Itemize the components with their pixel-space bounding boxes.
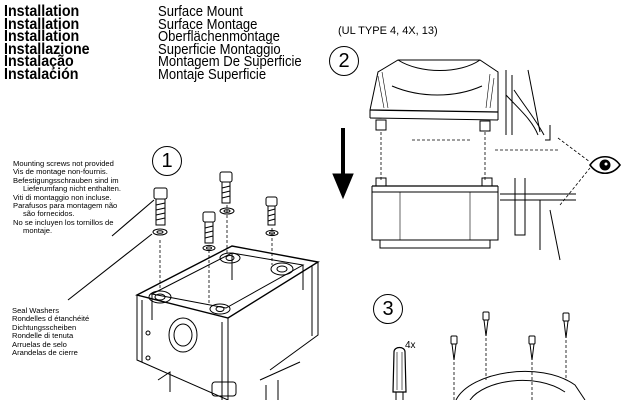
- step-number-2: 2: [329, 46, 359, 76]
- note-line: Arandelas de cierre: [12, 348, 78, 358]
- heading-de: Installation: [4, 28, 80, 46]
- mounting-screws: [153, 171, 278, 244]
- detail-view-drawing: [500, 69, 576, 261]
- eye-icon: [589, 155, 621, 175]
- down-arrow-icon: [332, 128, 354, 200]
- step-number-1: 1: [152, 146, 182, 176]
- enclosure-lid-drawing: [369, 59, 499, 132]
- note-line: Arruelas de selo: [12, 339, 67, 349]
- step3-screws: [450, 311, 570, 361]
- lid-top-drawing: [455, 370, 586, 400]
- seal-washers: [152, 207, 279, 252]
- installation-headings: Installation Installation Installation I…: [4, 3, 154, 83]
- screwdriver-quantity-label: 4x: [405, 340, 416, 351]
- washer-leader-line: [67, 233, 153, 301]
- heading-pt: Instalação: [4, 53, 74, 71]
- alignment-lines-step3: [453, 338, 567, 400]
- note-line: são fornecidos.: [23, 209, 75, 219]
- note-line: montaje.: [23, 226, 53, 236]
- seal-washers-note: Seal Washers Rondelles d étanchéité Dich…: [12, 306, 90, 358]
- heading-fr: Installation: [4, 15, 80, 33]
- note-line: Vis de montage non-fournis.: [13, 167, 108, 177]
- subheading-it: Superficie Montaggio: [158, 41, 281, 58]
- mounting-screws-note: Mounting screws not provided Vis de mont…: [13, 159, 121, 236]
- heading-en: Installation: [4, 3, 80, 20]
- subheading-en: Surface Mount: [158, 4, 243, 20]
- screw-leader-line: [111, 199, 155, 237]
- note-line: Lieferumfang nicht enthalten.: [23, 184, 121, 194]
- note-line: No se incluyen los tornillos de: [13, 217, 114, 227]
- subheading-es: Montaje Superficie: [158, 66, 267, 83]
- note-line: Dichtungsscheiben: [12, 322, 77, 332]
- note-line: Viti di montaggio non incluse.: [13, 192, 112, 202]
- enclosure-base-side-drawing: [371, 177, 499, 249]
- screwdriver-icon: [392, 346, 407, 400]
- surface-mount-headings: Surface Mount Surface Montage Oberfläche…: [158, 4, 328, 83]
- note-line: Rondelle di tenuta: [12, 331, 74, 341]
- subheading-de: Oberflächenmontage: [158, 29, 280, 46]
- note-line: Mounting screws not provided: [13, 159, 114, 168]
- heading-it: Installazione: [4, 40, 90, 58]
- subheading-fr: Surface Montage: [158, 16, 258, 33]
- enclosure-base-drawing: [135, 245, 320, 400]
- ul-type-rating: (UL TYPE 4, 4X, 13): [338, 25, 438, 37]
- note-line: Parafusos para montagem não: [13, 201, 118, 211]
- note-line: Rondelles d étanchéité: [12, 314, 90, 324]
- step-number-3: 3: [373, 294, 403, 324]
- subheading-pt: Montagem De Superficie: [158, 54, 302, 71]
- note-line: Befestigungsschrauben sind im: [13, 175, 119, 185]
- note-line: Seal Washers: [12, 306, 59, 315]
- sight-lines: [557, 137, 591, 206]
- heading-es: Instalación: [4, 65, 79, 83]
- alignment-lines-step2: [380, 132, 560, 180]
